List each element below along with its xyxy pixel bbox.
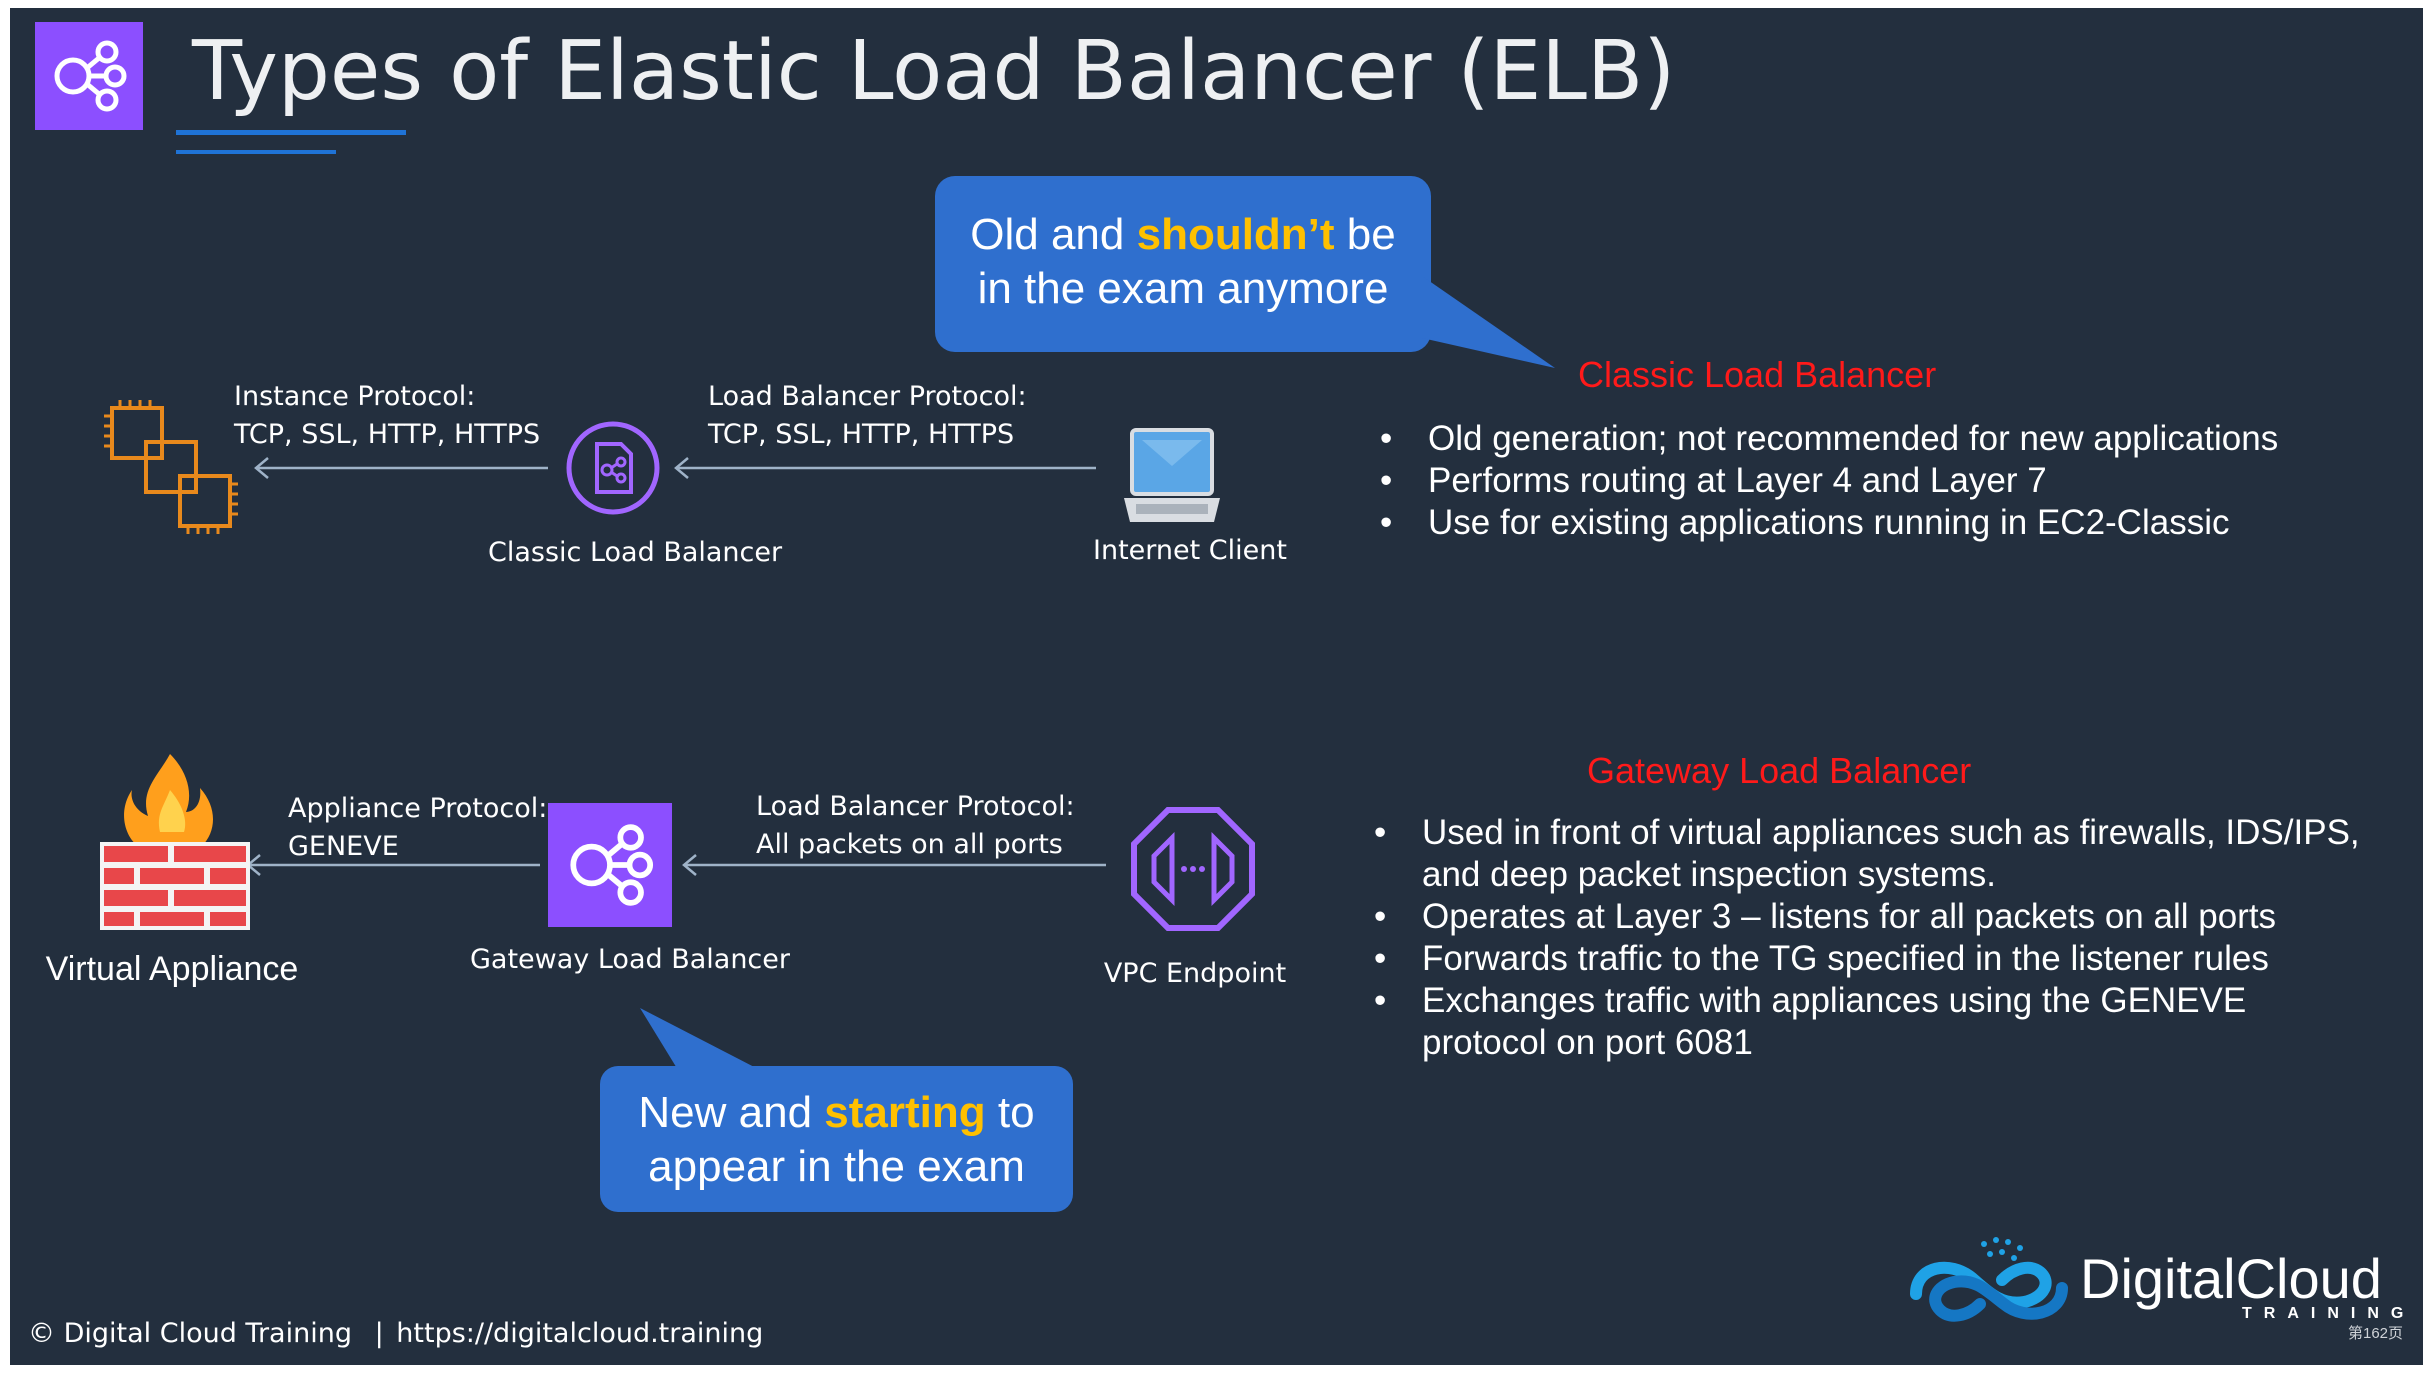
footer-separator: | [374,1318,384,1349]
firewall-icon [88,750,252,937]
slide: Types of Elastic Load Balancer (ELB) Old… [10,8,2423,1365]
speech-bubbles [600,176,1555,1212]
laptop-icon [1122,426,1222,535]
title-underline-secondary [176,150,336,154]
vpc-endpoint-label: VPC Endpoint [1103,958,1287,989]
page-title: Types of Elastic Load Balancer (ELB) [192,24,1676,119]
old-bubble-text: Old and shouldn’t be in the exam anymore [970,210,1396,313]
list-item: Performs routing at Layer 4 and Layer 7 [1372,460,2278,502]
gwlb-section-heading: Gateway Load Balancer [1587,750,1972,791]
classic-load-balancer-icon [565,420,661,521]
list-item: Operates at Layer 3 – listens for all pa… [1366,896,2360,938]
list-item: Forwards traffic to the TG specified in … [1366,938,2360,980]
page-number: 第162页 [2348,1325,2404,1342]
new-bubble-highlight: starting [824,1088,986,1137]
vpc-endpoint-icon [1128,804,1258,939]
footer: © Digital Cloud Training | https://digit… [28,1318,763,1349]
instance-protocol-label: Instance Protocol: TCP, SSL, HTTP, HTTPS [234,381,541,450]
digitalcloud-logo-icon [1906,1230,2072,1339]
gwlb-bullets: Used in front of virtual appliances such… [1366,812,2360,1064]
elb-icon [35,22,143,130]
internet-client-label: Internet Client [1093,535,1287,566]
logo-name: DigitalCloud [2080,1247,2382,1310]
clb-lb-protocol-label: Load Balancer Protocol: TCP, SSL, HTTP, … [708,381,1027,450]
list-item: Use for existing applications running in… [1372,502,2278,544]
logo-subtitle: TRAINING [2242,1305,2416,1322]
new-bubble-text: New and starting to appear in the exam [638,1088,1035,1191]
gateway-load-balancer-icon [548,803,672,927]
ec2-instances-icon [98,394,248,549]
clb-section-heading: Classic Load Balancer [1578,354,1937,395]
gateway-load-balancer-label: Gateway Load Balancer [470,944,790,975]
list-item: Old generation; not recommended for new … [1372,418,2278,460]
footer-url[interactable]: https://digitalcloud.training [396,1318,764,1349]
gwlb-lb-protocol-label: Load Balancer Protocol: All packets on a… [756,791,1075,860]
old-bubble-tail [1422,276,1555,368]
title-underline [176,130,406,135]
classic-load-balancer-label: Classic Load Balancer [488,537,783,568]
clb-bullets: Old generation; not recommended for new … [1372,418,2278,544]
old-bubble-highlight: shouldn’t [1136,210,1335,259]
new-bubble-shape [600,1066,1073,1212]
appliance-protocol-label: Appliance Protocol: GENEVE [288,793,548,862]
old-bubble-shape [935,176,1431,352]
list-item: Exchanges traffic with appliances using … [1366,980,2360,1064]
new-bubble-tail [640,1008,760,1070]
footer-copyright: © Digital Cloud Training [28,1318,352,1349]
connectors [246,457,1106,876]
list-item: Used in front of virtual appliances such… [1366,812,2360,896]
virtual-appliance-label: Virtual Appliance [45,950,299,988]
